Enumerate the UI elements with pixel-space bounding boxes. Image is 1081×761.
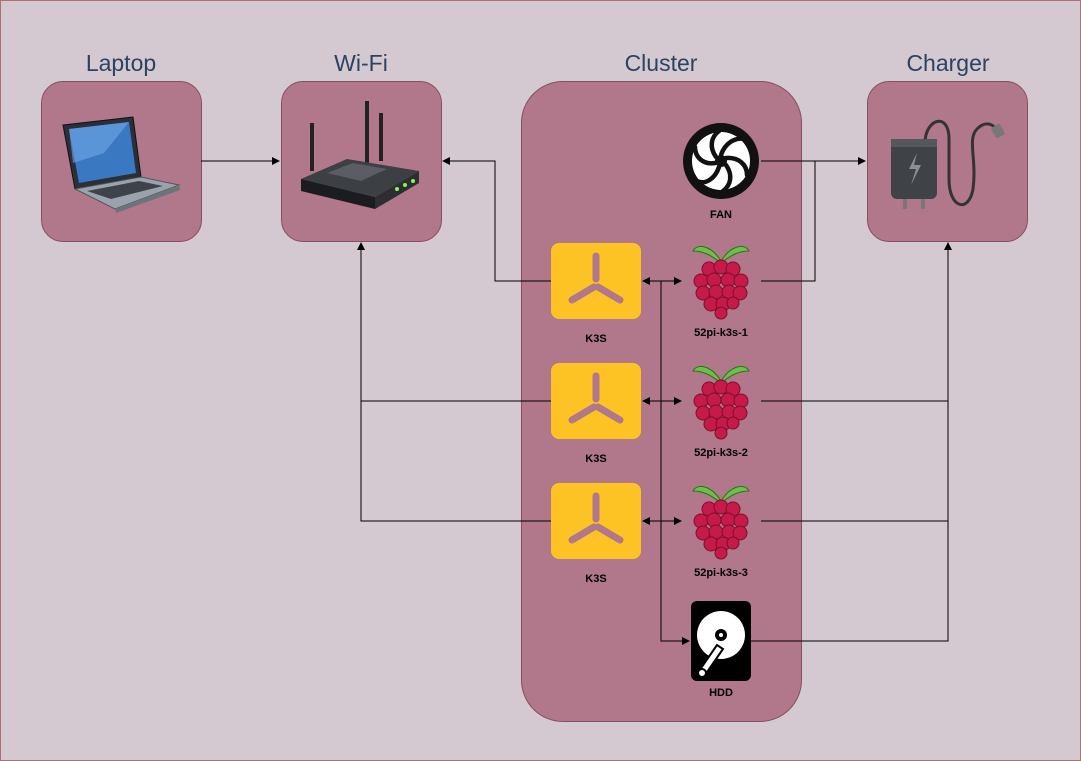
wifi-title: Wi-Fi [334,50,388,76]
wire-k3s1-wifi [442,157,551,282]
wire-k3s2-wifi [357,242,551,402]
wire-pi1-charger [761,161,816,282]
hdd-label: HDD [709,687,733,699]
k3s-label-1: K3S [585,333,607,345]
pi-label-1: 52pi-k3s-1 [694,327,748,339]
k3s-label-3: K3S [585,573,607,585]
cluster-title: Cluster [624,50,698,76]
raspberry-pi-icon [692,485,750,560]
wire-bus-hdd [660,281,690,645]
wire-k3s3-wifi [360,401,551,522]
raspberry-pi-icon [692,245,750,320]
laptop-icon [62,116,181,213]
wire-hdd-charger [751,242,952,642]
wifi-router-icon [301,101,419,209]
k3s-logo-icon [551,483,641,559]
raspberry-pi-icon [692,365,750,440]
pi-label-3: 52pi-k3s-3 [694,567,748,579]
charger-icon [891,119,1005,209]
fan-label: FAN [710,209,732,221]
k3s-logo-icon [551,363,641,439]
laptop-title: Laptop [85,50,157,76]
charger-title: Charger [906,50,990,76]
pi-label-2: 52pi-k3s-2 [694,447,748,459]
fan-icon [683,123,759,199]
hard-drive-icon [691,601,751,681]
k3s-label-2: K3S [585,453,607,465]
k3s-logo-icon [551,243,641,319]
